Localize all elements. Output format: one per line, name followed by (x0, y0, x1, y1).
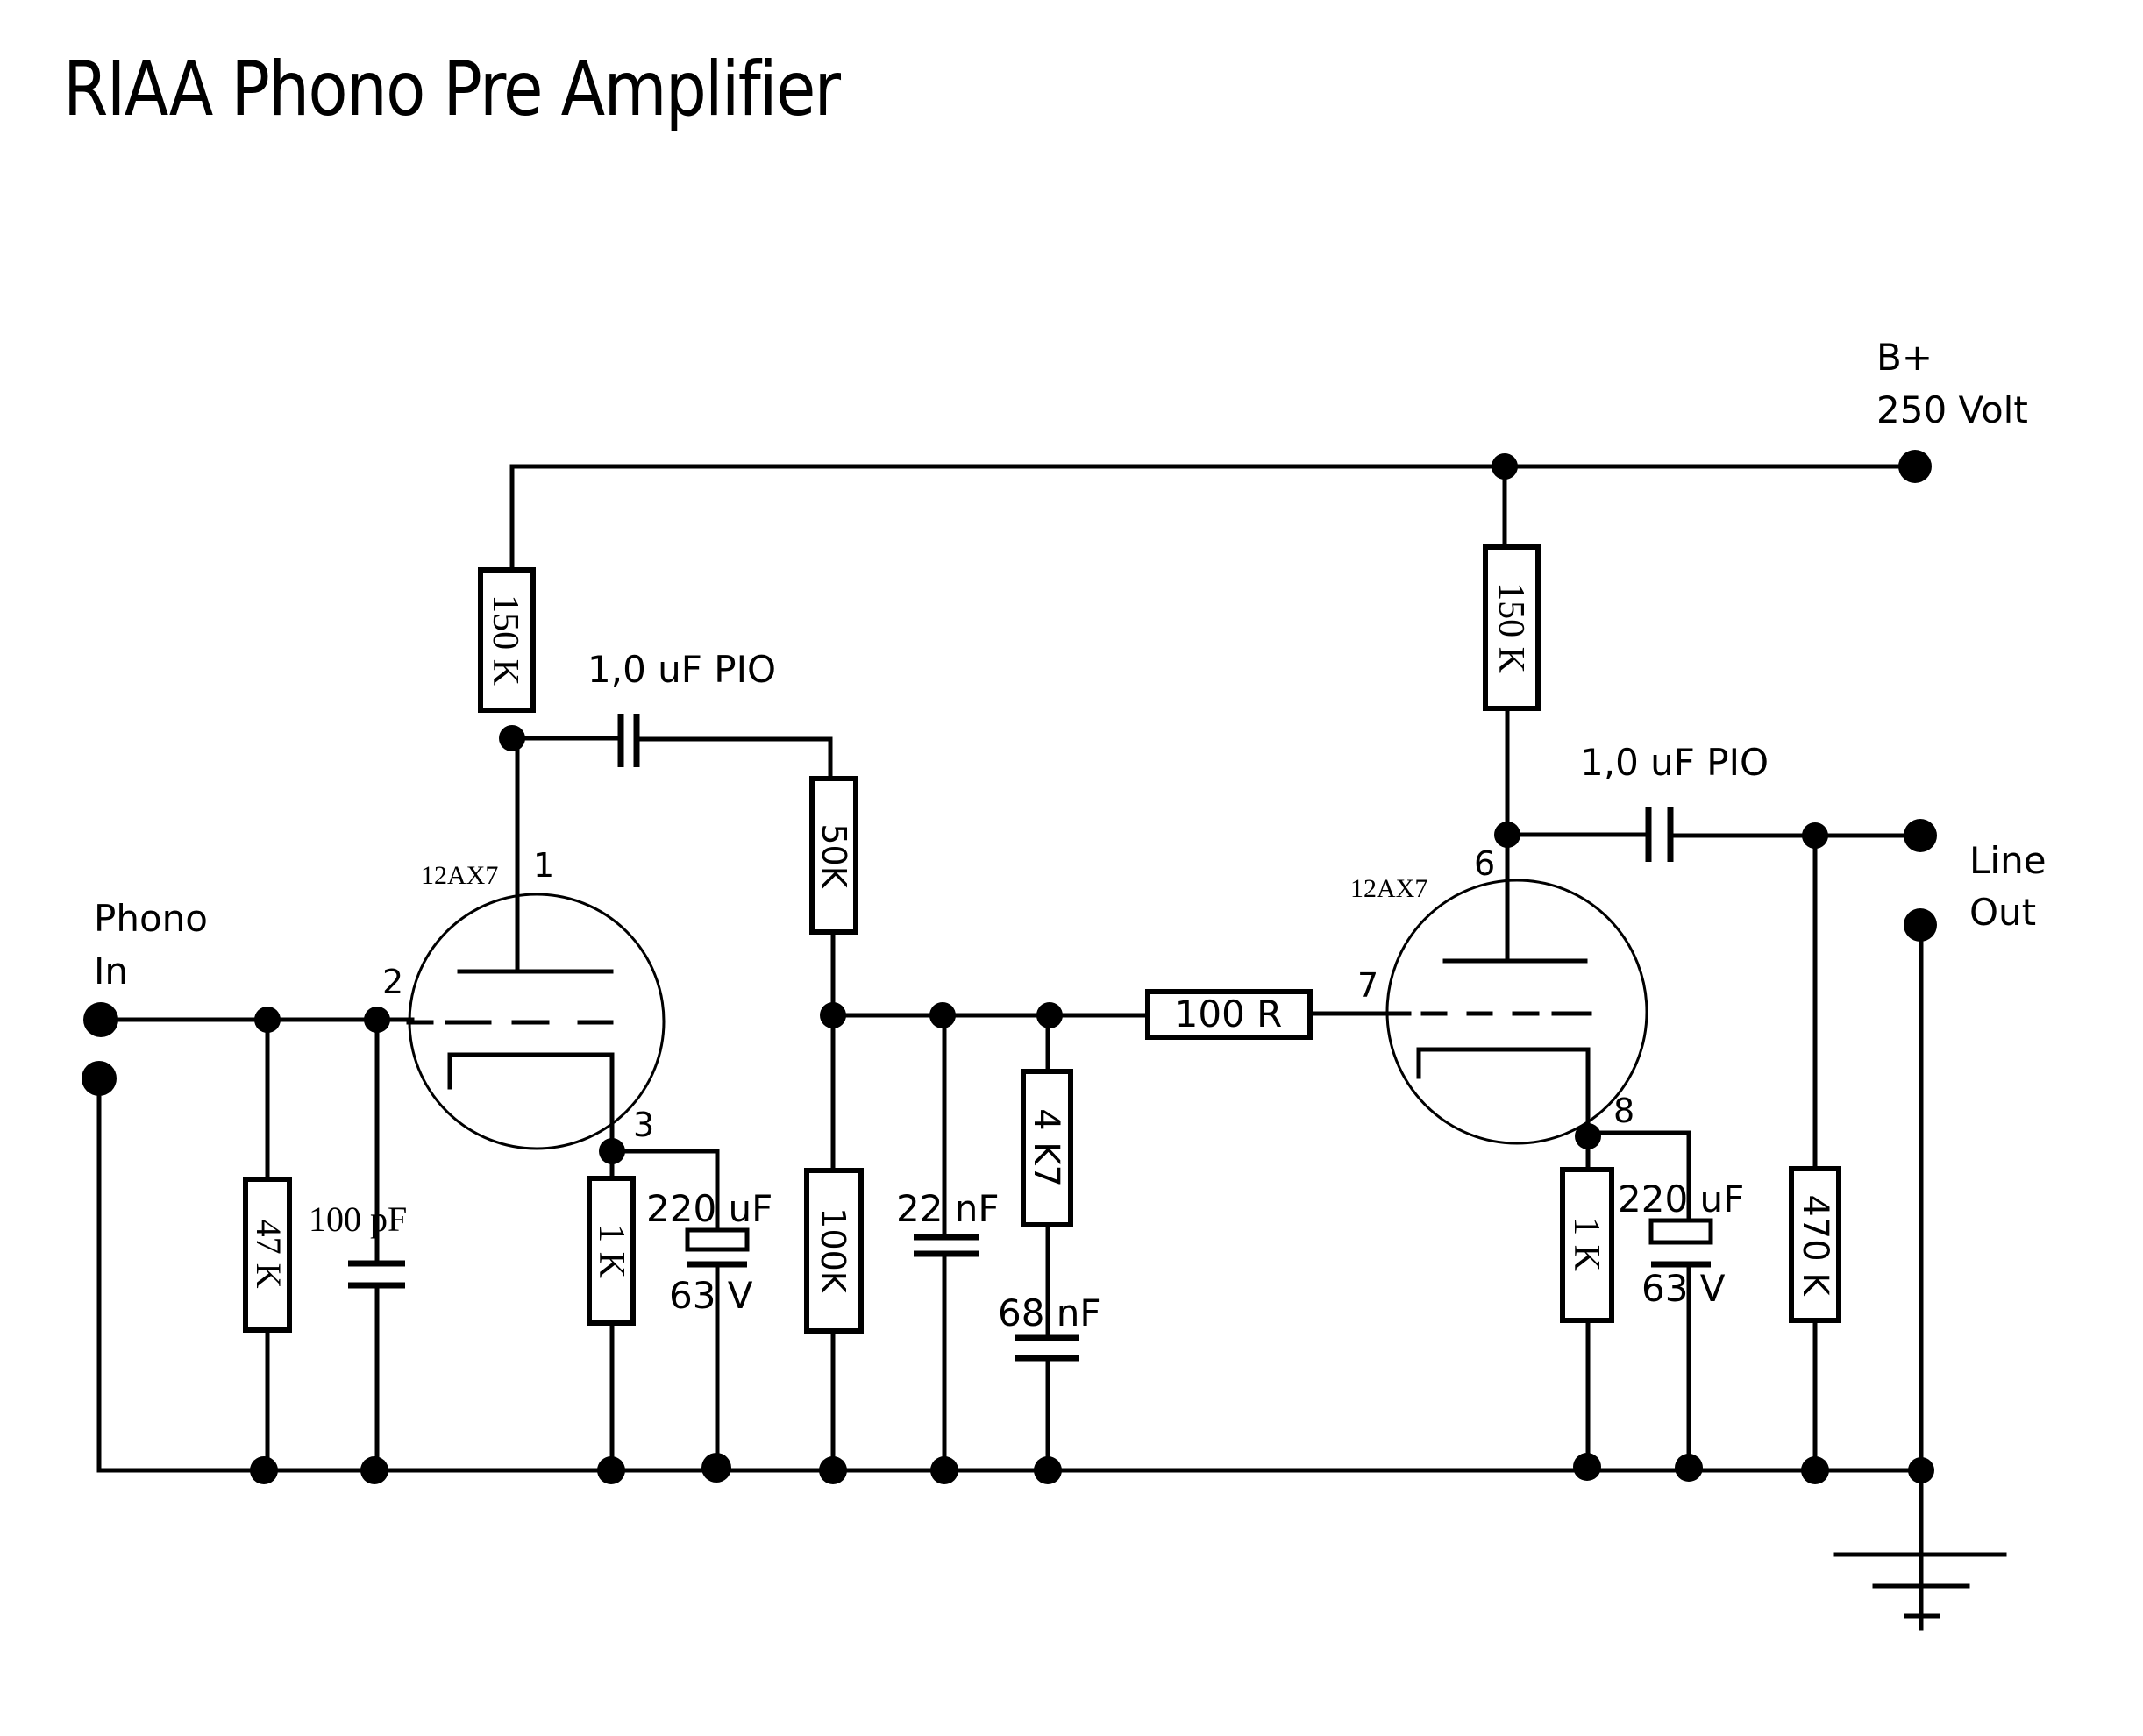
svg-text:50K: 50K (815, 823, 853, 888)
svg-text:7: 7 (1357, 966, 1378, 1005)
line-out-label-line2: Out (1969, 891, 2036, 934)
svg-text:1,0 uF PIO: 1,0 uF PIO (587, 648, 776, 691)
tube-v1: 12AX7 1 2 3 (382, 745, 666, 1154)
svg-text:1,0 uF PIO: 1,0 uF PIO (1580, 741, 1769, 784)
capacitor-100pf: 100 pF (309, 1017, 407, 1473)
junction-dot (819, 1456, 847, 1484)
svg-text:1 K: 1 K (591, 1224, 631, 1278)
schematic-title: RIAA Phono Pre Amplifier (63, 46, 841, 133)
junction-dot (1573, 1453, 1601, 1481)
line-out-label-line1: Line (1969, 839, 2047, 882)
resistor-47k: 47 K (243, 1017, 292, 1473)
resistor-1k-v1: 1 K (587, 1149, 636, 1473)
svg-text:150 K: 150 K (1491, 582, 1531, 673)
svg-text:12AX7: 12AX7 (1350, 874, 1427, 903)
junction-dot (360, 1456, 388, 1484)
svg-text:100 pF: 100 pF (309, 1199, 407, 1239)
resistor-1k-v2: 1 K (1560, 1134, 1614, 1473)
junction-dot (701, 1453, 731, 1483)
phono-in-label-line2: In (94, 950, 128, 993)
ground-rail (96, 922, 2007, 1631)
resistor-150k-v2: 150 K (1483, 544, 1541, 837)
svg-text:22 nF: 22 nF (896, 1187, 1000, 1230)
svg-text:100 R: 100 R (1175, 993, 1283, 1035)
junction-dot (1675, 1454, 1703, 1482)
svg-text:63 V: 63 V (1641, 1267, 1726, 1310)
b-plus-terminal[interactable] (1898, 450, 1932, 483)
resistor-150k-v1: 150 K (478, 567, 536, 713)
tube-v2: 12AX7 6 7 8 (1350, 832, 1648, 1145)
resistor-100r: 100 R (1145, 989, 1395, 1040)
junction-dot (597, 1456, 625, 1484)
svg-text:8: 8 (1613, 1092, 1634, 1130)
svg-text:68 nF: 68 nF (998, 1291, 1101, 1334)
svg-text:2: 2 (382, 963, 403, 1001)
junction-dot (820, 1002, 846, 1028)
resistor-50k: 50K (809, 776, 858, 935)
resistor-4k7: 4 K7 (1021, 1013, 1073, 1341)
svg-text:63 V: 63 V (669, 1274, 753, 1317)
svg-text:1: 1 (533, 846, 554, 885)
supply-voltage-label: 250 Volt (1876, 388, 2028, 431)
svg-text:100K: 100K (814, 1207, 852, 1294)
svg-text:220 uF: 220 uF (1618, 1177, 1744, 1220)
line-out-terminal-signal[interactable] (1904, 819, 1937, 852)
capacitor-22nf: 22 nF (896, 1013, 1000, 1473)
junction-dot (930, 1456, 958, 1484)
svg-text:4 K7: 4 K7 (1026, 1108, 1066, 1187)
resistor-100k: 100K (804, 1168, 864, 1334)
capacitor-coupling-2: 1,0 uF PIO (1505, 741, 1923, 862)
junction-dot (1801, 1456, 1829, 1484)
svg-text:6: 6 (1474, 844, 1495, 883)
svg-text:470 K: 470 K (1795, 1194, 1835, 1297)
junction-dot (250, 1456, 278, 1484)
svg-text:3: 3 (633, 1106, 654, 1144)
svg-text:1 K: 1 K (1566, 1217, 1606, 1271)
capacitor-coupling-1: 1,0 uF PIO (509, 648, 833, 781)
svg-text:12AX7: 12AX7 (421, 861, 498, 890)
phono-in-terminal-ground[interactable] (82, 1061, 117, 1096)
electrolytic-capacitor-v2: 220 uF 63 V (1585, 1130, 1744, 1473)
line-out-terminal-ground[interactable] (1904, 908, 1937, 942)
junction-dot (1492, 453, 1518, 480)
phono-in-terminal-signal[interactable] (83, 1002, 118, 1037)
junction-dot (1908, 1457, 1934, 1483)
phono-in-label-line1: Phono (94, 897, 208, 940)
svg-text:150 K: 150 K (485, 594, 525, 686)
svg-text:220 uF: 220 uF (646, 1187, 772, 1230)
resistor-470k: 470 K (1789, 833, 1841, 1473)
electrolytic-capacitor-v1: 220 uF 63 V (609, 1149, 772, 1473)
capacitor-68nf: 68 nF (998, 1291, 1101, 1473)
b-plus-label: B+ (1876, 336, 1933, 379)
junction-dot (1034, 1456, 1062, 1484)
svg-text:47 K: 47 K (249, 1220, 288, 1289)
